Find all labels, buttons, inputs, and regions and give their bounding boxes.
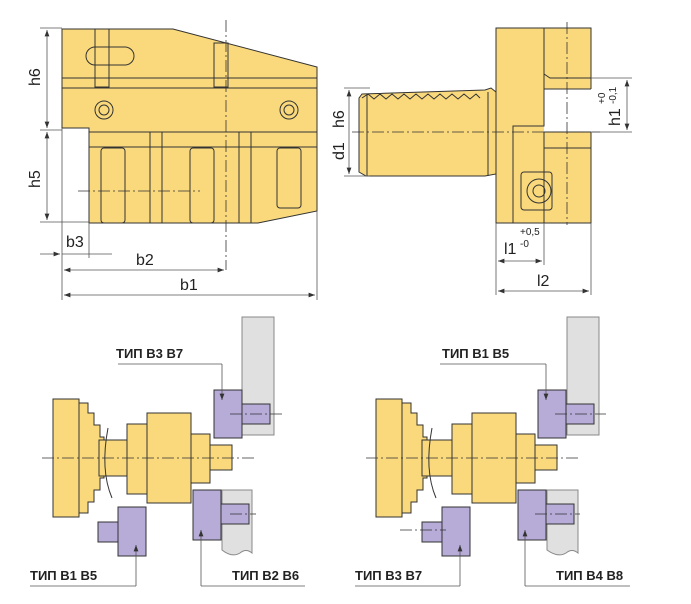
screw-icon [526, 178, 552, 204]
dim-b2: b2 [136, 252, 154, 269]
type-label-top: ТИП B1 B5 [442, 346, 509, 361]
dim-d1-fit: h6 [331, 110, 348, 128]
type-label-bottom-left: ТИП B3 B7 [355, 568, 422, 583]
dim-l2: l2 [537, 273, 550, 290]
side-view: d1 h6 h1 +0 -0,1 l1 +0,5 -0 l2 [331, 22, 632, 295]
dim-b3: b3 [66, 234, 84, 251]
dim-h6: h6 [27, 68, 44, 86]
setup-diagram-right: ТИП B1 B5 ТИП B3 B7 ТИП B4 B8 [355, 316, 630, 587]
dim-l1-upper: +0,5 [520, 227, 540, 238]
dim-l1-lower: -0 [520, 239, 529, 250]
dim-l1: l1 [504, 241, 517, 258]
type-label-bottom-right: ТИП B2 B6 [232, 568, 299, 583]
screw-icon [94, 100, 114, 120]
type-label-bottom-left: ТИП B1 B5 [30, 568, 97, 583]
dim-h1-lower: -0,1 [608, 86, 619, 104]
front-view: h6 h5 b3 b2 b1 [27, 20, 318, 300]
dim-d1: d1 [331, 142, 348, 160]
type-label-top: ТИП B3 B7 [116, 346, 183, 361]
dim-h5: h5 [27, 170, 44, 188]
screw-icon [279, 100, 299, 120]
type-label-bottom-right: ТИП B4 B8 [556, 568, 623, 583]
dim-b1: b1 [180, 277, 198, 294]
dim-h1: h1 [607, 108, 624, 126]
dim-h1-upper: +0 [597, 92, 608, 104]
setup-diagram-left: ТИП B3 B7 ТИП B1 B5 ТИП B2 B6 [30, 316, 305, 587]
